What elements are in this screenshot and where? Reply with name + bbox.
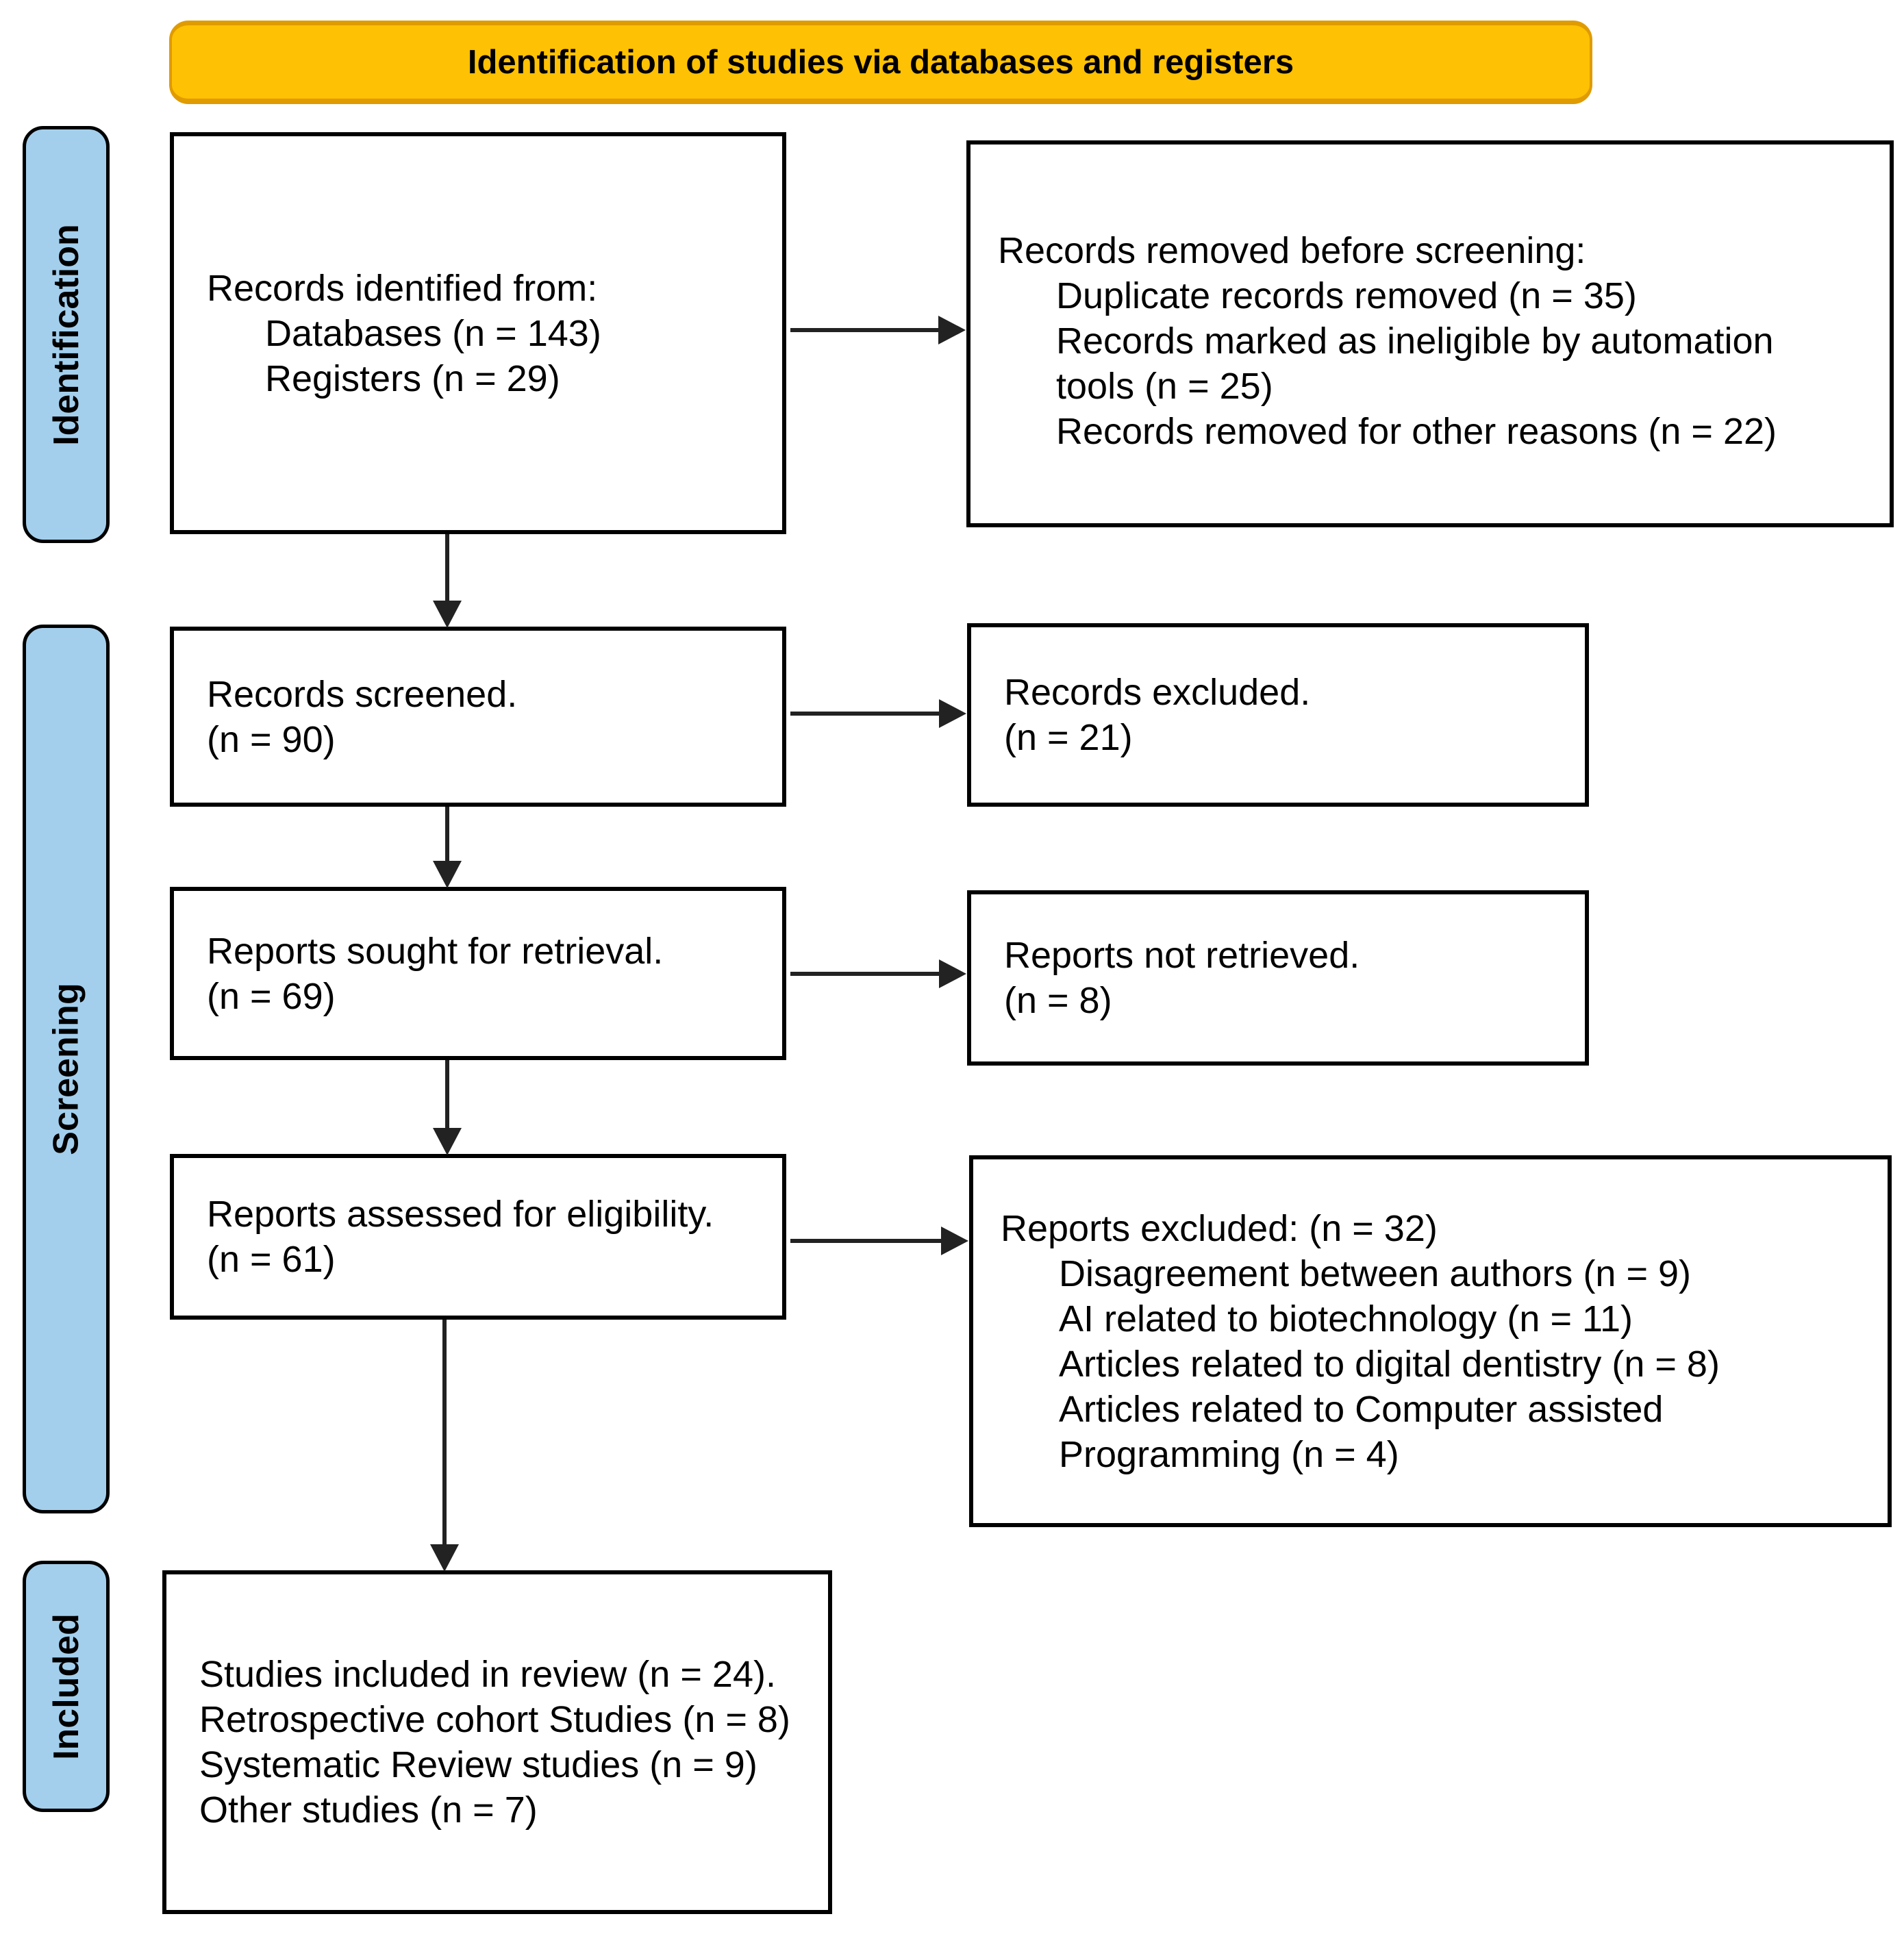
- box-item-line: AI related to biotechnology (n = 11): [1059, 1298, 1633, 1340]
- box-title-line: Records screened.: [207, 673, 518, 715]
- box-item-line: Retrospective cohort Studies (n = 8): [199, 1699, 790, 1740]
- box-item-line: Records marked as ineligible by automati…: [1056, 320, 1774, 407]
- records-identified-box: Records identified from: Databases (n = …: [170, 132, 786, 534]
- stage-label-included: Included: [46, 1613, 86, 1760]
- arrow-line: [445, 1060, 449, 1130]
- arrow-line: [790, 1239, 942, 1243]
- records-removed-box: Records removed before screening: Duplic…: [966, 140, 1894, 527]
- box-title-line: Records removed before screening:: [998, 229, 1586, 271]
- arrow-head-down-icon: [433, 861, 462, 888]
- box-count-line: (n = 21): [1004, 717, 1133, 758]
- box-item-line: Articles related to Computer assisted Pr…: [1059, 1388, 1664, 1475]
- reports-sought-box: Reports sought for retrieval. (n = 69): [170, 887, 786, 1060]
- box-item-line: Articles related to digital dentistry (n…: [1059, 1343, 1720, 1385]
- arrow-line: [445, 807, 449, 863]
- box-item-line: Duplicate records removed (n = 35): [1056, 275, 1637, 316]
- arrow-head-right-icon: [941, 1227, 968, 1255]
- arrow-head-down-icon: [433, 1128, 462, 1155]
- arrow-line: [442, 1320, 447, 1546]
- box-item-line: Registers (n = 29): [265, 357, 560, 399]
- arrow-line: [790, 328, 940, 332]
- box-title-line: Records identified from:: [207, 267, 598, 309]
- arrow-head-right-icon: [938, 316, 966, 344]
- arrow-line: [790, 712, 940, 716]
- banner: Identification of studies via databases …: [169, 21, 1592, 104]
- stage-bar-included: Included: [23, 1561, 110, 1812]
- stage-bar-identification: Identification: [23, 126, 110, 543]
- box-title-line: Records excluded.: [1004, 672, 1311, 713]
- records-excluded-box: Records excluded. (n = 21): [967, 623, 1589, 807]
- arrow-line: [790, 972, 940, 976]
- box-item-line: Records removed for other reasons (n = 2…: [1056, 410, 1777, 452]
- box-title-line: Reports excluded: (n = 32): [1001, 1207, 1438, 1249]
- box-item-line: Disagreement between authors (n = 9): [1059, 1253, 1692, 1294]
- reports-excluded-box: Reports excluded: (n = 32) Disagreement …: [969, 1155, 1892, 1527]
- arrow-head-right-icon: [939, 699, 966, 728]
- reports-assessed-box: Reports assessed for eligibility. (n = 6…: [170, 1154, 786, 1320]
- stage-bar-screening: Screening: [23, 625, 110, 1513]
- box-item-line: Other studies (n = 7): [199, 1789, 538, 1831]
- stage-label-identification: Identification: [46, 223, 86, 446]
- box-title-line: Reports sought for retrieval.: [207, 930, 664, 972]
- box-count-line: (n = 61): [207, 1239, 336, 1280]
- reports-not-retrieved-box: Reports not retrieved. (n = 8): [967, 890, 1589, 1066]
- box-title-line: Reports not retrieved.: [1004, 935, 1360, 976]
- box-count-line: (n = 90): [207, 718, 336, 760]
- arrow-head-right-icon: [939, 959, 966, 988]
- studies-included-box: Studies included in review (n = 24). Ret…: [162, 1570, 832, 1914]
- arrow-head-down-icon: [433, 601, 462, 628]
- box-item-line: Systematic Review studies (n = 9): [199, 1744, 757, 1785]
- banner-title: Identification of studies via databases …: [467, 43, 1294, 81]
- arrow-line: [445, 534, 449, 603]
- arrow-head-down-icon: [430, 1544, 459, 1572]
- stage-label-screening: Screening: [46, 983, 86, 1155]
- box-count-line: (n = 8): [1004, 980, 1112, 1021]
- records-screened-box: Records screened. (n = 90): [170, 627, 786, 807]
- box-title-line: Reports assessed for eligibility.: [207, 1194, 714, 1235]
- box-count-line: (n = 69): [207, 975, 336, 1017]
- box-title-line: Studies included in review (n = 24).: [199, 1654, 776, 1695]
- box-item-line: Databases (n = 143): [265, 312, 601, 354]
